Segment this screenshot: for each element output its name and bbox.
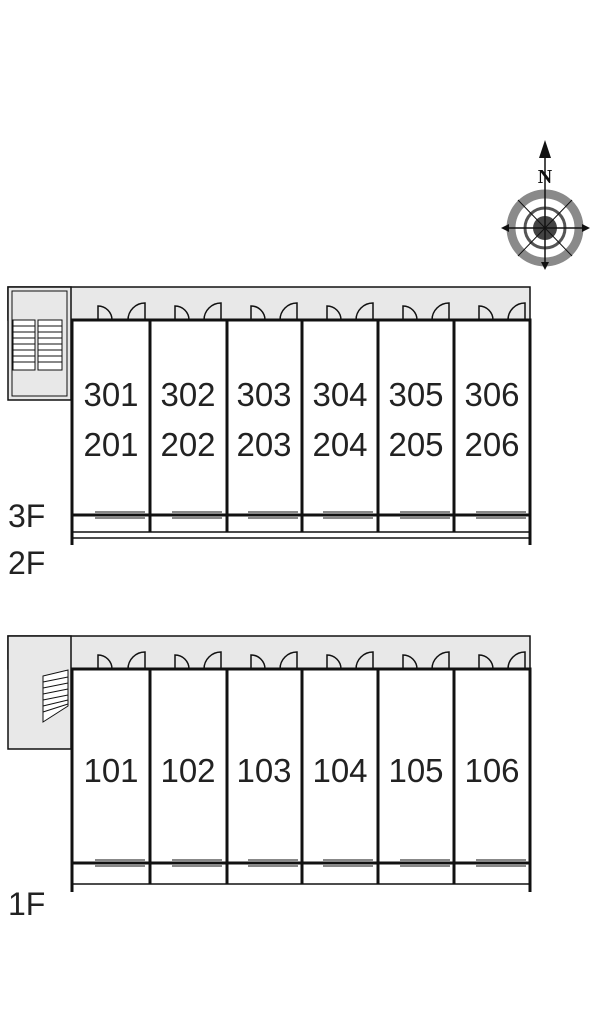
compass-north-label: N (538, 166, 553, 188)
floor-label: 2F (8, 545, 45, 581)
upper-corridor (7, 286, 531, 321)
unit-label: 202 (160, 426, 215, 463)
unit-label: 104 (312, 752, 367, 789)
floor-label: 1F (8, 886, 45, 922)
unit-label: 302 (160, 376, 215, 413)
unit-label: 106 (464, 752, 519, 789)
lower-staircase-icon (42, 669, 69, 723)
upper-block: 301 201 302 202 303 203 304 204 305 205 … (7, 286, 532, 581)
lower-block: 101 102 103 104 105 106 1F (7, 635, 532, 922)
unit-label: 304 (312, 376, 367, 413)
unit-label: 305 (388, 376, 443, 413)
unit-label: 205 (388, 426, 443, 463)
unit-label: 306 (464, 376, 519, 413)
unit-label: 206 (464, 426, 519, 463)
lower-doors (97, 651, 526, 670)
unit-label: 301 (83, 376, 138, 413)
compass-rose-icon: N (501, 140, 590, 270)
floor-label: 3F (8, 498, 45, 534)
unit-label: 102 (160, 752, 215, 789)
unit-label: 201 (83, 426, 138, 463)
unit-label: 105 (388, 752, 443, 789)
unit-label: 103 (236, 752, 291, 789)
upper-doors (97, 302, 526, 321)
unit-label: 203 (236, 426, 291, 463)
unit-label: 303 (236, 376, 291, 413)
unit-label: 101 (83, 752, 138, 789)
unit-label: 204 (312, 426, 367, 463)
upper-staircase-icon (12, 319, 63, 371)
lower-corridor (7, 635, 531, 670)
